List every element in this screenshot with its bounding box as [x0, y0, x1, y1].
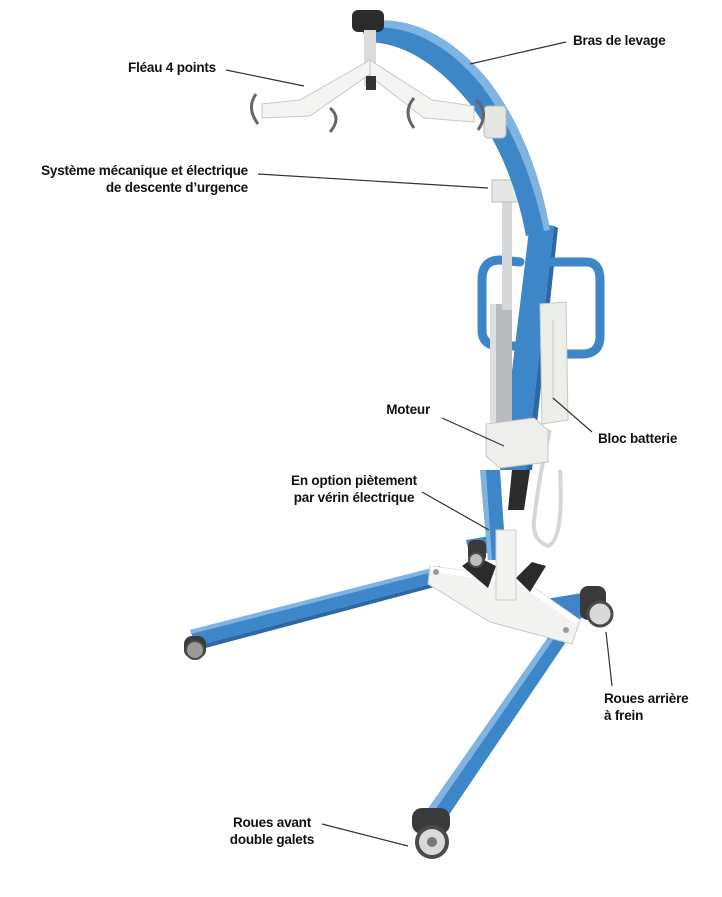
label-rear-wheels: Roues arrière à frein	[604, 690, 698, 724]
rear-left-wheel	[468, 540, 486, 568]
label-arm-line-1: Bras de levage	[573, 33, 666, 48]
leader-front-wheels	[321, 823, 409, 847]
leader-battery	[552, 397, 593, 433]
leader-arm	[469, 41, 567, 65]
front-left-wheel	[184, 636, 206, 660]
label-front-wheels-line-2: double galets	[229, 832, 315, 847]
leader-base-option	[421, 491, 490, 531]
label-battery: Bloc batterie	[598, 430, 677, 447]
label-base-option-line-1: En option piètement	[291, 473, 417, 488]
label-emergency-line-1: Système mécanique et électrique	[41, 163, 248, 178]
label-motor: Moteur	[386, 401, 430, 418]
label-front-wheels-line-1: Roues avant	[232, 815, 312, 830]
spreader-bar	[250, 30, 485, 133]
label-motor-line-1: Moteur	[386, 402, 430, 417]
label-battery-line-1: Bloc batterie	[598, 431, 678, 446]
label-front-wheels: Roues avant double galets	[222, 814, 322, 848]
label-spreader: Fléau 4 points	[128, 59, 216, 76]
battery-block	[531, 301, 569, 549]
leader-lines	[225, 41, 613, 847]
leader-emergency	[257, 173, 489, 189]
label-base-option-line-2: par vérin électrique	[293, 490, 415, 505]
label-rear-wheels-line-2: à frein	[604, 708, 644, 723]
left-leg	[190, 566, 446, 650]
label-emergency: Système mécanique et électrique de desce…	[41, 162, 248, 196]
lifting-arm	[352, 10, 550, 237]
front-bottom-wheel	[412, 808, 450, 859]
rear-wheel	[580, 586, 614, 628]
leader-rear-wheels	[605, 631, 613, 687]
mast	[480, 470, 530, 601]
leader-motor	[441, 417, 505, 447]
label-rear-wheels-line-1: Roues arrière	[604, 691, 689, 706]
leader-spreader	[225, 69, 305, 87]
label-base-option: En option piètement par vérin électrique	[280, 472, 428, 506]
right-leg	[420, 626, 574, 828]
label-arm: Bras de levage	[573, 32, 666, 49]
label-emergency-line-2: de descente d’urgence	[105, 180, 248, 195]
label-spreader-line-1: Fléau 4 points	[128, 60, 216, 75]
